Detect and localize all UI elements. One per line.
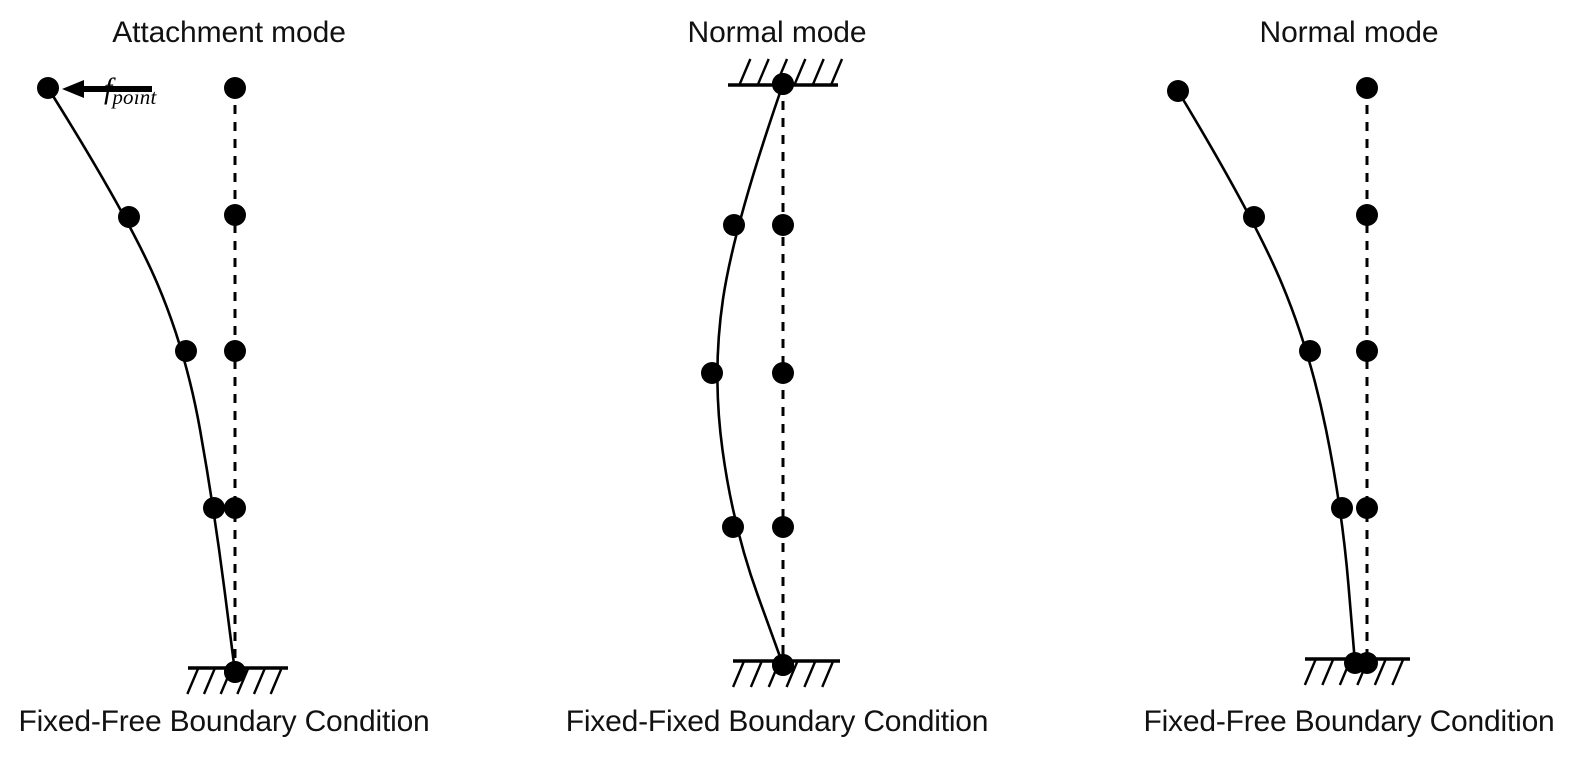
panel-normal-mode-fixed-free-reference-node-4: [1356, 497, 1378, 519]
panel-normal-mode-fixed-fixed-support-bottom-hatch-1: [731, 660, 746, 688]
panel-normal-mode-fixed-fixed-support-top-hatch-5: [811, 58, 825, 86]
panel-attachment-mode-support-bottom-hatch-6: [269, 667, 283, 695]
panel-attachment-mode-reference-node-1: [224, 77, 246, 99]
panel-normal-mode-fixed-fixed-deformed-node-2: [723, 214, 745, 236]
panel-normal-mode-fixed-fixed-reference-node-3: [772, 362, 794, 384]
panel-normal-mode-fixed-fixed-deformed-node-3: [701, 362, 723, 384]
panel-normal-mode-fixed-free-support-bottom-hatch-1: [1303, 658, 1317, 686]
panel-normal-mode-fixed-fixed-support-top-hatch-4: [793, 58, 807, 86]
panel-attachment-mode-support-bottom-hatch-2: [202, 667, 217, 695]
panel-normal-mode-fixed-fixed-support-bottom-hatch-5: [803, 660, 817, 688]
panel-attachment-mode-reference-node-3: [224, 340, 246, 362]
panel-normal-mode-fixed-free-support-bottom-hatch-3: [1338, 658, 1352, 686]
panel-normal-mode-fixed-free-support-bottom-hatch-6: [1391, 658, 1405, 686]
panel-caption-fixed-fixed: Fixed-Fixed Boundary Condition: [565, 705, 989, 738]
panel-normal-mode-fixed-fixed-support-top-hatch-6: [829, 58, 844, 86]
panel-normal-mode-fixed-fixed-reference-node-4: [772, 516, 794, 538]
panel-normal-mode-fixed-fixed-support-top-hatch-3: [774, 58, 789, 86]
panel-normal-mode-fixed-fixed-support-top-hatch-2: [756, 58, 770, 86]
panel-attachment-mode-support-bottom-hatch-3: [219, 667, 233, 695]
panel-normal-mode-fixed-fixed-reference-node-2: [772, 214, 794, 236]
panel-normal-mode-fixed-free-group: [1167, 77, 1410, 686]
panel-normal-mode-fixed-free-deformed-shape: [1176, 89, 1357, 665]
panel-normal-mode-fixed-free-reference-node-3: [1356, 340, 1378, 362]
panel-title-attachment-mode: Attachment mode: [112, 16, 346, 49]
panel-attachment-mode-reference-node-2: [224, 204, 246, 226]
panel-normal-mode-fixed-free-reference-node-2: [1356, 204, 1378, 226]
panel-normal-mode-fixed-free-support-bottom-hatch-5: [1373, 658, 1387, 686]
panel-attachment-mode-force-arrow-icon: [62, 80, 152, 98]
panel-normal-mode-fixed-fixed-support-top-hatch-1: [738, 58, 752, 86]
panel-normal-mode-fixed-free-deformed-node-3: [1299, 340, 1321, 362]
panel-attachment-mode-deformed-node-4: [203, 497, 225, 519]
panel-normal-mode-fixed-free-support-bottom-hatch-4: [1356, 658, 1370, 686]
panel-attachment-mode-deformed-shape: [46, 86, 237, 674]
panel-normal-mode-fixed-free-support-bottom-hatch-2: [1321, 658, 1335, 686]
panel-normal-mode-fixed-free-deformed-node-2: [1243, 206, 1265, 228]
panel-attachment-mode-deformed-node-3: [175, 340, 197, 362]
panel-attachment-mode-force-arrow-head: [62, 80, 84, 98]
panel-attachment-mode-reference-node-4: [224, 497, 246, 519]
panel-normal-mode-fixed-fixed-support-bottom-hatch-3: [767, 660, 781, 688]
panel-caption-fixed-free-right: Fixed-Free Boundary Condition: [1143, 705, 1555, 738]
panel-title-normal-mode-fixed-free: Normal mode: [1259, 16, 1439, 49]
panel-normal-mode-fixed-fixed-support-bottom-hatch-2: [749, 660, 763, 688]
panel-normal-mode-fixed-fixed-group: [701, 58, 844, 688]
panel-normal-mode-fixed-fixed-support-bottom-hatch-4: [785, 660, 799, 688]
panel-normal-mode-fixed-free-deformed-node-1: [1167, 80, 1189, 102]
panel-attachment-mode-support-bottom-hatch-1: [186, 667, 200, 695]
panel-attachment-mode-support-bottom-hatch-4: [236, 667, 250, 695]
panel-caption-fixed-free-left: Fixed-Free Boundary Condition: [18, 705, 430, 738]
panel-normal-mode-fixed-fixed-deformed-node-4: [722, 516, 744, 538]
panel-attachment-mode-support-bottom-hatch-5: [252, 667, 267, 695]
panel-normal-mode-fixed-fixed-support-bottom-hatch-6: [821, 660, 835, 688]
panel-attachment-mode-deformed-node-2: [118, 206, 140, 228]
panel-normal-mode-fixed-free-deformed-node-4: [1331, 497, 1353, 519]
panel-title-normal-mode-fixed-fixed: Normal mode: [687, 16, 867, 49]
panel-attachment-mode-deformed-node-1: [37, 77, 59, 99]
panel-attachment-mode-group: [37, 77, 288, 695]
panel-normal-mode-fixed-free-reference-node-1: [1356, 77, 1378, 99]
